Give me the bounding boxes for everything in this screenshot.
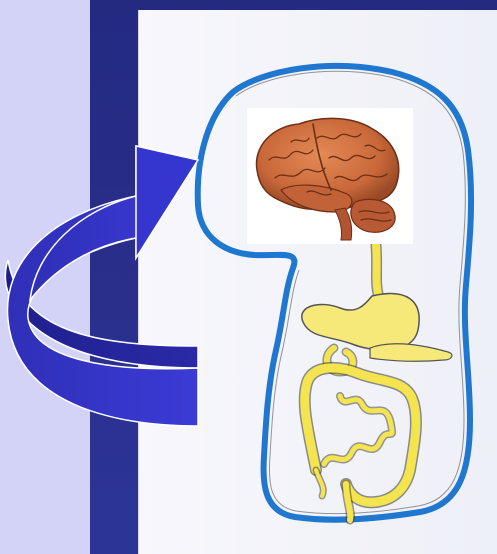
brain-icon bbox=[247, 108, 413, 244]
left-decor-strip bbox=[90, 0, 138, 554]
paper-sheet bbox=[138, 10, 497, 554]
top-decor-band bbox=[90, 0, 497, 10]
brain-image bbox=[247, 108, 413, 244]
